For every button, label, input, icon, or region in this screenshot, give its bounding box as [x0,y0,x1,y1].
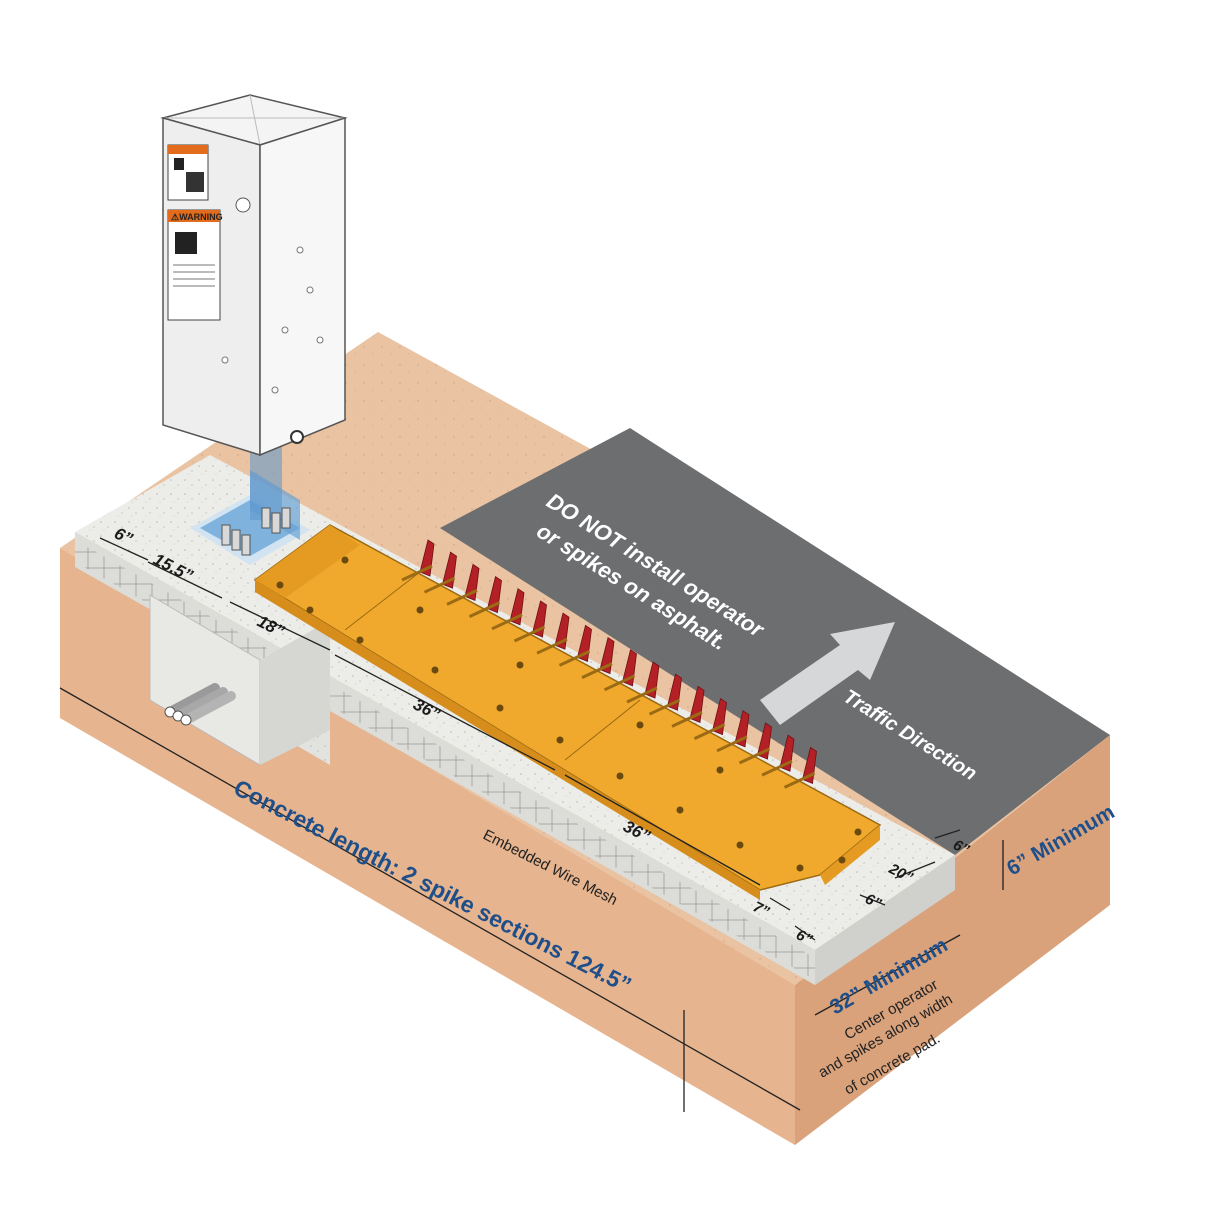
spike-bolts [276,556,862,872]
spike-slot [671,711,703,728]
dim-7: 7” [750,898,772,921]
cabinet-side [259,116,346,457]
anchor-bolts [221,507,291,556]
spike-bolt [736,841,744,849]
spike-slot [491,613,523,631]
operator-cabinet-icon: ⚠WARNING [160,94,348,457]
warning-label-icon: ⚠WARNING [167,144,223,321]
conduit-pipes-icon [164,683,236,726]
spike-slot [603,674,636,692]
spike-bolt [676,806,684,814]
spike-slot [648,698,681,716]
spike-bolt [838,856,846,864]
dim-6-right-top: 6” [950,836,972,859]
spike-barrier [253,524,882,900]
spike-bolt [356,636,364,644]
spike-slot [581,662,613,679]
soil-right-face [795,735,1110,1145]
dimension-lines [59,537,1004,1112]
spike-slot [738,747,771,765]
spike-slot [513,625,546,643]
spike-base-front [255,580,760,900]
spike-bolt [716,766,724,774]
spike-slot [401,564,433,582]
concrete-right-face [815,855,955,985]
spike-bolt [276,581,284,589]
dim-6-bottom: 6” [793,926,815,949]
warning-label-text: ⚠WARNING [171,212,223,222]
spike-slot [626,686,658,704]
spike-ramp-left [255,525,360,598]
spike-bolt [616,772,624,780]
operator-mount [190,440,310,565]
wire-mesh-front [75,540,815,980]
spike-slot [761,759,793,777]
spike-slot [693,723,726,740]
spike-bolt [636,721,644,729]
spike-bolt [431,666,439,674]
spike-slot [468,601,501,618]
spike-slot [558,650,591,667]
spike-bolt [496,704,504,712]
spike-bolt [516,661,524,669]
spike-blades [401,539,817,789]
spike-bolt [341,556,349,564]
spike-bolt [854,828,862,836]
spike-slot [783,772,816,789]
spike-bolt [306,606,314,614]
dim-6-right-mid: 6” [862,890,884,913]
spike-slot [446,589,478,606]
cabinet-connector [290,430,304,444]
spike-slot [716,735,748,753]
concrete-lower-block-side [260,620,330,765]
spike-ramp-right [820,825,880,885]
spike-bolt [556,736,564,744]
spike-bolt [416,606,424,614]
spike-slot [536,637,568,655]
spike-slot [423,576,456,594]
asphalt-area [440,428,1110,855]
spike-bolt [796,864,804,872]
traffic-direction-arrow-icon [760,622,895,725]
